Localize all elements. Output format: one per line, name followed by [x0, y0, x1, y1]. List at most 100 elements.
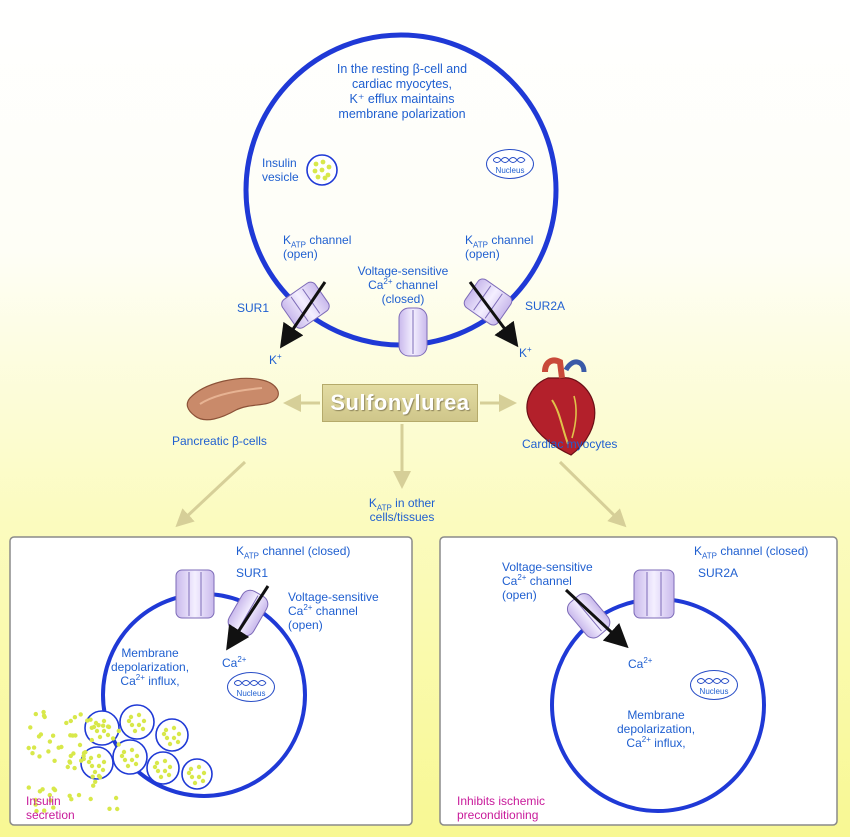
left-insulin-granules	[26, 709, 207, 814]
plus-superscript: +	[527, 345, 532, 354]
channel-word: channel	[312, 604, 358, 618]
right-outcome-label: Inhibits ischemic preconditioning	[457, 794, 545, 822]
vsc-top-label: Voltage-sensitive Ca2+ channel (closed)	[346, 264, 460, 306]
channel-state: (open)	[283, 247, 318, 261]
ca-superscript: 2+	[383, 277, 393, 286]
k-ion-right: K+	[519, 345, 532, 361]
dna-icon	[234, 680, 267, 686]
caption-line: membrane polarization	[338, 107, 466, 121]
left-sur-label: SUR1	[236, 566, 269, 580]
vsc-line: Voltage-sensitive	[502, 560, 593, 574]
left-ca-influx-arrow	[226, 585, 270, 651]
left-effect-label: Membrane depolarization, Ca2+ influx,	[102, 646, 198, 688]
outcome-line: Inhibits ischemic	[457, 794, 546, 808]
atp-subscript: ATP	[473, 240, 488, 250]
outcome-line: secretion	[26, 808, 75, 822]
left-panel-frame	[9, 536, 413, 826]
k-ion: K	[269, 353, 278, 367]
outcome-line: Insulin	[26, 794, 61, 808]
sur1-label: SUR1	[237, 301, 270, 315]
channel-word: channel	[487, 233, 534, 247]
channel-word: channel	[526, 574, 572, 588]
channel-word: channel	[305, 233, 352, 247]
k-symbol: K	[694, 544, 703, 558]
ca-superscript: 2+	[643, 656, 653, 665]
k-symbol: K	[465, 233, 474, 247]
channel-word: channel	[392, 278, 438, 292]
nucleus-label: Nucleus	[699, 687, 729, 696]
channel-state: (open)	[465, 247, 500, 261]
k-symbol: K	[283, 233, 292, 247]
right-ca-influx-arrow	[564, 588, 629, 649]
caption-line: K⁺ efflux maintains	[349, 92, 455, 106]
left-outcome-label: Insulin secretion	[26, 794, 75, 822]
left-katp-label: KATP channel (closed)	[236, 544, 351, 560]
ca-symbol: Ca	[288, 604, 304, 618]
ca-superscript: 2+	[303, 603, 313, 612]
katp-left-label: KATP channel (open)	[283, 233, 351, 261]
heart-label: Cardiac myocytes	[522, 437, 618, 451]
right-ca-ion: Ca2+	[628, 656, 653, 672]
k-ion-left: K+	[269, 352, 282, 368]
atp-subscript: ATP	[376, 503, 392, 513]
right-panel-frame	[439, 536, 838, 826]
k-symbol: K	[368, 496, 377, 510]
ca-superscript: 2+	[517, 573, 527, 582]
effect-line: depolarization,	[616, 722, 696, 736]
dna-icon	[493, 157, 526, 163]
other-tissues-label: KATP in other cells/tissues	[356, 496, 448, 524]
atp-subscript: ATP	[291, 240, 306, 250]
ca-symbol: Ca	[502, 574, 518, 588]
ca-superscript: 2+	[135, 673, 145, 682]
channel-state: (closed)	[381, 292, 425, 306]
ca-superscript: 2+	[641, 735, 651, 744]
dna-icon	[697, 678, 730, 684]
influx-word: influx,	[144, 674, 180, 688]
channel-word: channel (closed)	[258, 544, 351, 558]
k-ion: K	[519, 346, 528, 360]
right-sur-label: SUR2A	[698, 566, 739, 580]
nucleus-label: Nucleus	[495, 166, 525, 175]
nucleus-label: Nucleus	[236, 689, 266, 698]
left-katp-channel	[175, 569, 215, 619]
plus-superscript: +	[277, 352, 282, 361]
sur2a-label: SUR2A	[525, 299, 566, 313]
channel-state: (open)	[288, 618, 323, 632]
ca-symbol: Ca	[626, 736, 642, 750]
arrow-to-left-panel	[175, 460, 247, 528]
arrow-to-right-panel	[558, 460, 627, 528]
left-vsc-label: Voltage-sensitive Ca2+ channel (open)	[288, 590, 379, 632]
caption-line: cardiac myocytes,	[351, 77, 453, 91]
katp-right-label: KATP channel (open)	[465, 233, 533, 261]
label-line: Insulin	[262, 156, 297, 170]
k-efflux-arrow-left	[279, 281, 327, 349]
left-ca-ion: Ca2+	[222, 656, 246, 671]
right-vsc-label: Voltage-sensitive Ca2+ channel (open)	[502, 560, 593, 602]
channel-state: (open)	[502, 588, 537, 602]
outcome-line: preconditioning	[457, 808, 539, 822]
k-symbol: K	[236, 544, 245, 558]
pancreas-label: Pancreatic β-cells	[172, 434, 267, 448]
vsc-channel-top	[398, 307, 428, 357]
left-insulin-vesicles	[80, 704, 213, 790]
nucleus-right: Nucleus	[690, 670, 738, 700]
right-katp-label: KATP channel (closed)	[694, 544, 809, 561]
katp-channel-right	[463, 278, 513, 326]
nucleus-top: Nucleus	[486, 149, 534, 179]
channel-word: channel (closed)	[716, 544, 809, 558]
atp-subscript: ATP	[702, 551, 717, 561]
top-cell-caption: In the resting β-cell and cardiac myocyt…	[318, 62, 486, 122]
nucleus-left: Nucleus	[227, 672, 275, 702]
sulfonylurea-box: Sulfonylurea	[322, 384, 478, 422]
effect-line: Membrane	[627, 708, 685, 722]
tissues-word: cells/tissues	[369, 510, 435, 524]
heart-illustration	[526, 357, 596, 456]
vsc-line: Voltage-sensitive	[288, 590, 379, 604]
ca-ion: Ca	[222, 656, 238, 670]
vesicle-granules	[312, 159, 332, 181]
ca-symbol: Ca	[120, 674, 136, 688]
pancreas-illustration	[186, 377, 279, 421]
ca-ion: Ca	[628, 657, 644, 671]
